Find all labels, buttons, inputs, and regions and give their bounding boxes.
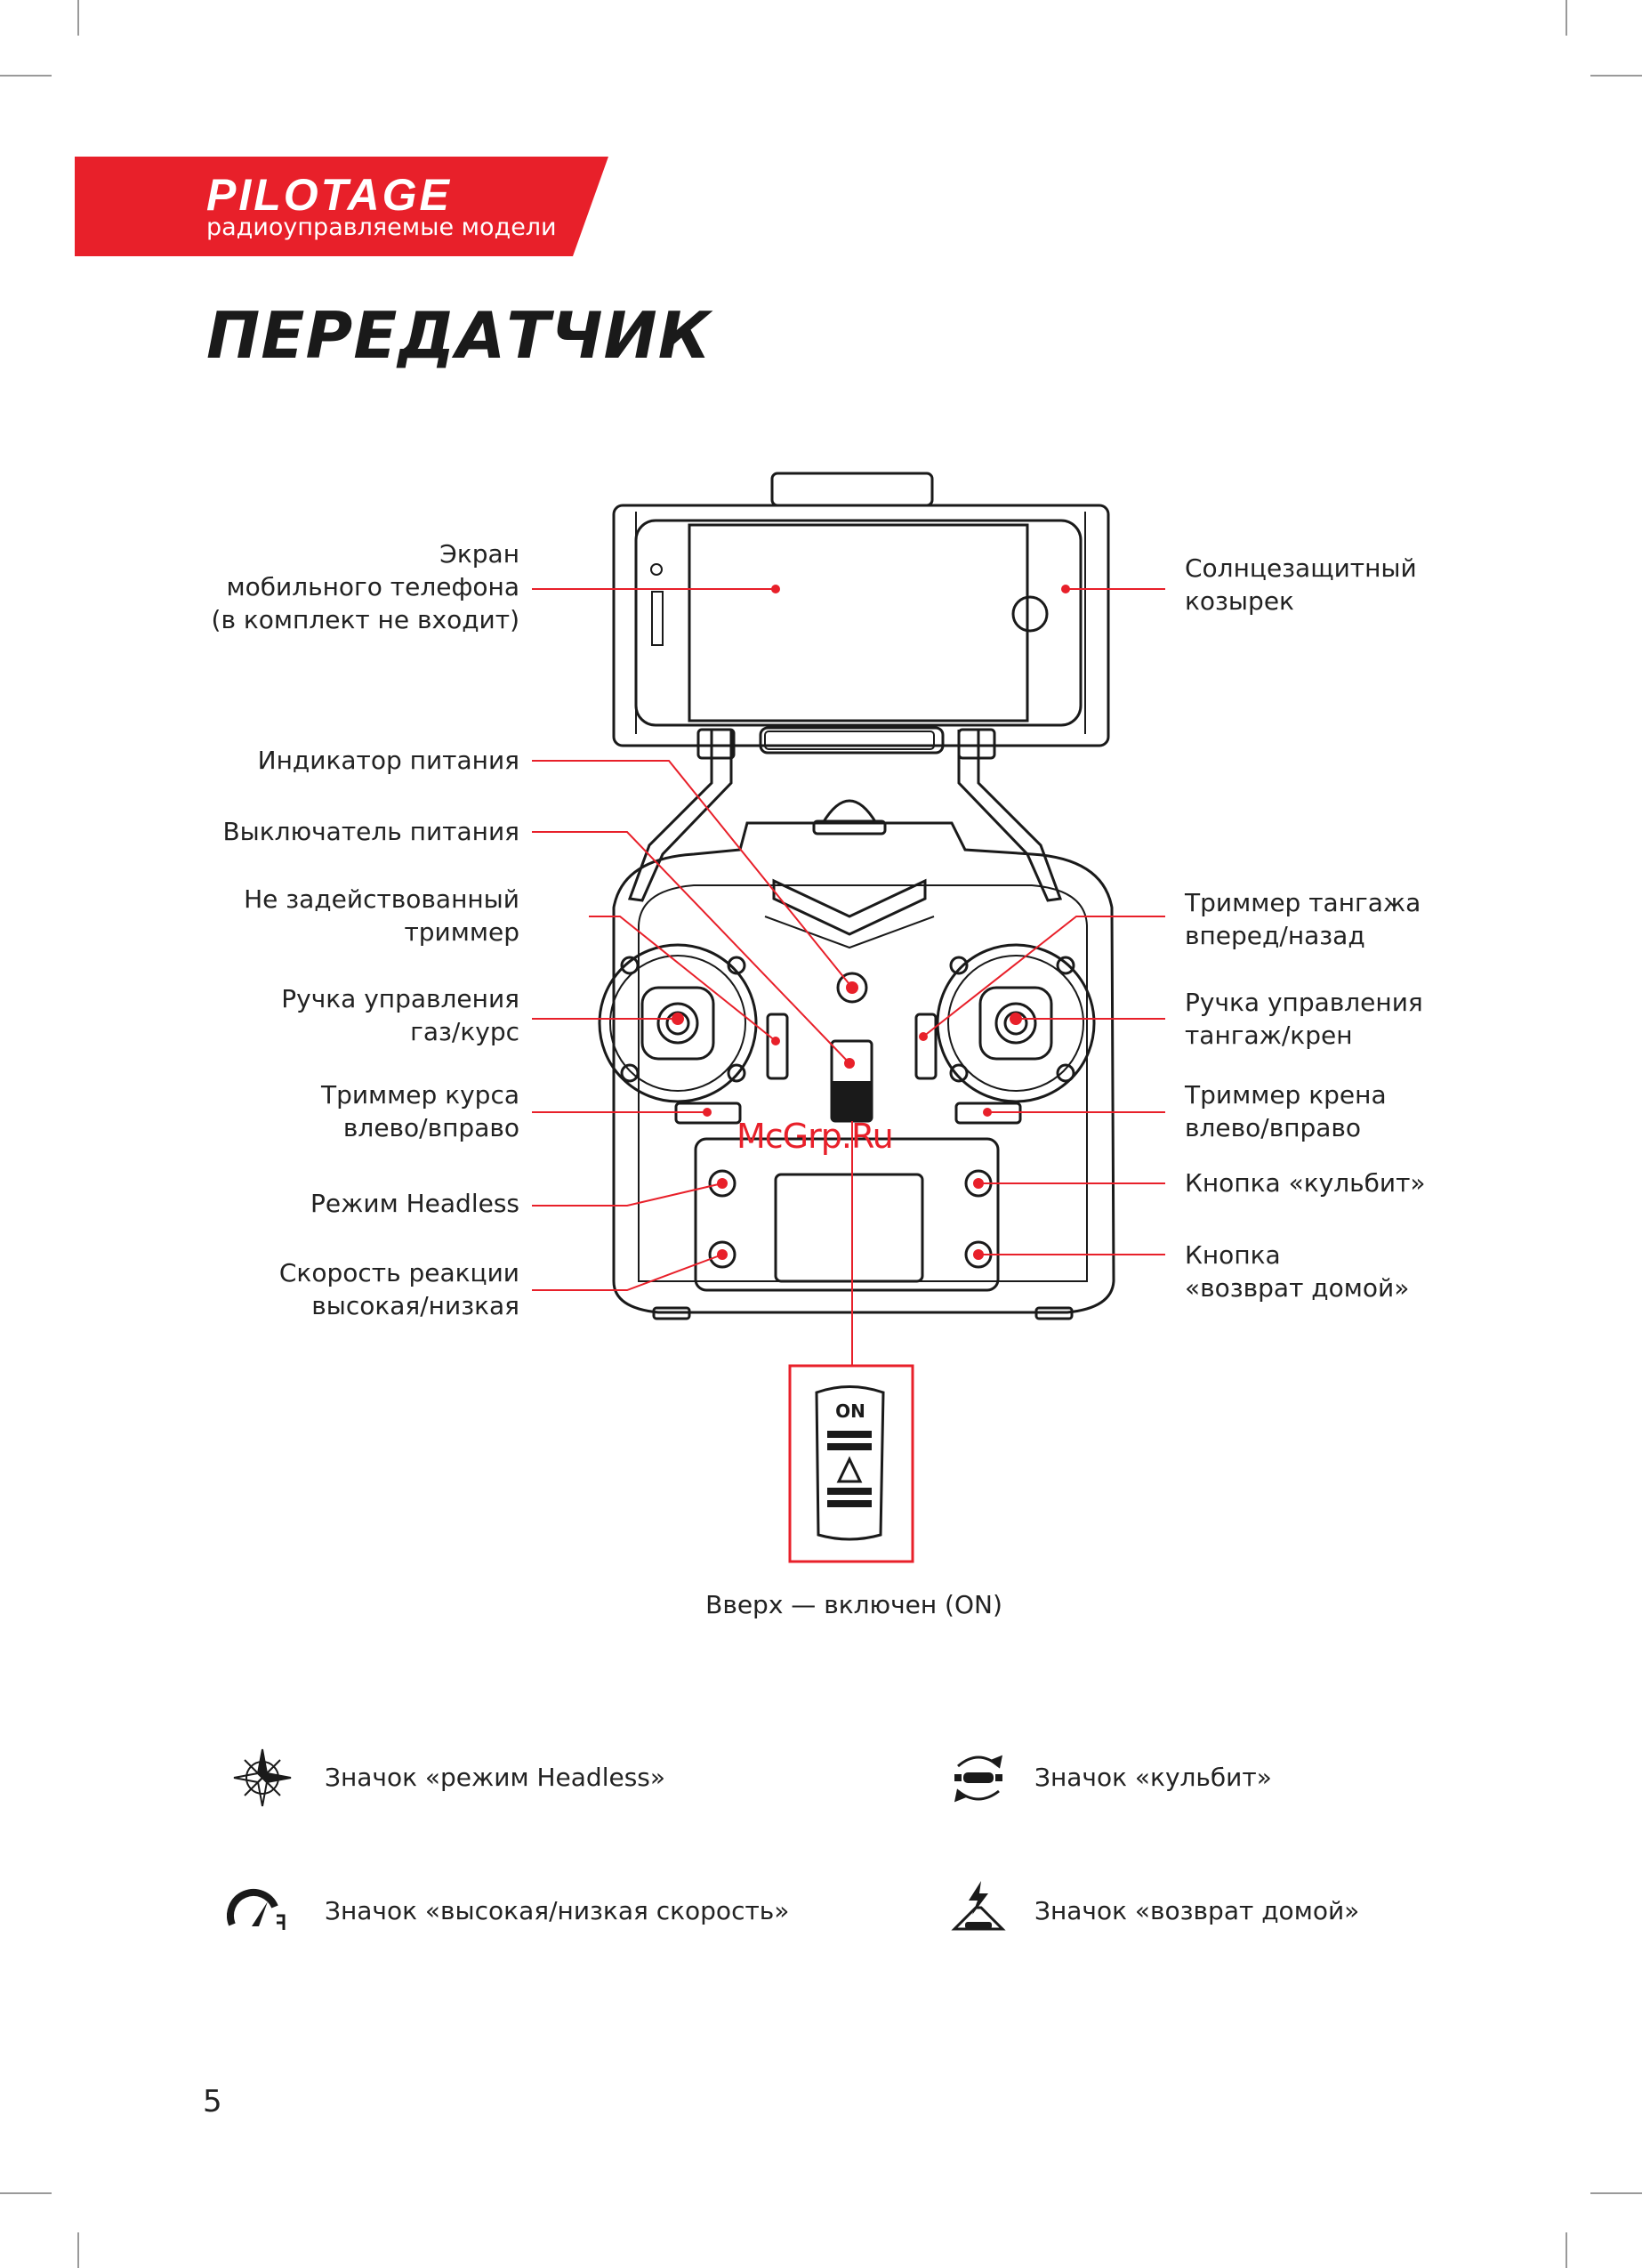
button-panel [694, 1137, 1000, 1292]
label-flip-button: Кнопка «кульбит» [1185, 1168, 1426, 1198]
switch-caption: Вверх — включен (ON) [705, 1590, 1002, 1619]
leader-speed [532, 1254, 723, 1291]
label-return-home-button: Кнопка «возврат домой» [1185, 1240, 1410, 1303]
crop-mark [0, 2192, 52, 2194]
label-yaw-trimmer: Триммер курса влево/вправо [320, 1080, 519, 1142]
label-sun-visor: Солнцезащитный козырек [1185, 553, 1417, 616]
crop-mark [77, 0, 79, 36]
label-headless-mode: Режим Headless [310, 1189, 519, 1218]
label-roll-trimmer: Триммер крена влево/вправо [1185, 1080, 1387, 1142]
headless-button [708, 1169, 736, 1198]
phone-body [634, 519, 1083, 727]
label-speed-mode: Скорость реакции высокая/низкая [278, 1258, 519, 1320]
label-pitch-trimmer: Триммер тангажа вперед/назад [1185, 888, 1421, 950]
left-stick [656, 1002, 699, 1045]
return-home-icon [951, 1881, 1006, 1931]
label-unused-trimmer: Не задействованный триммер [244, 884, 519, 947]
lcd-screen [774, 1173, 924, 1283]
legend-flip: Значок «кульбит» [1034, 1763, 1272, 1792]
label-pitch-roll-stick: Ручка управления тангаж/крен [1185, 988, 1423, 1050]
holder-clip [770, 472, 934, 507]
brand-logo: PILOTAGE радиоуправляемые модели [75, 157, 608, 256]
phone-screen [688, 523, 1029, 722]
crop-mark [1590, 75, 1642, 77]
page-number: 5 [203, 2084, 222, 2119]
right-stick-base [978, 986, 1053, 1061]
left-gimbal [598, 943, 758, 1103]
right-gimbal [936, 943, 1096, 1103]
logo-banner [75, 157, 608, 256]
flip-icon [954, 1755, 1003, 1803]
brand-name: PILOTAGE [206, 170, 452, 220]
leader-power-indicator [532, 760, 853, 989]
speedometer-icon [227, 1889, 286, 1930]
crop-mark [1566, 2232, 1567, 2268]
label-throttle-yaw-stick: Ручка управления газ/курс [281, 984, 519, 1046]
crop-mark [1566, 0, 1567, 36]
crop-mark [77, 2232, 79, 2268]
right-stick [994, 1002, 1037, 1045]
crop-mark [0, 75, 52, 77]
left-arm [627, 730, 733, 902]
brand-tagline: радиоуправляемые модели [206, 214, 557, 241]
leader-pitch-trimmer [922, 916, 1165, 1037]
leader-headless [532, 1182, 723, 1207]
label-power-switch: Выключатель питания [222, 817, 519, 846]
leader-power-switch [532, 831, 850, 1064]
unused-trimmer [766, 1013, 789, 1080]
speed-button [708, 1240, 736, 1269]
pitch-trimmer [914, 1013, 938, 1080]
page-title: ПЕРЕДАТЧИК [206, 298, 712, 373]
compass-icon [233, 1748, 292, 1807]
switch-on-label: ON [835, 1400, 865, 1422]
power-indicator-led [836, 972, 868, 1004]
transmitter-body [612, 821, 1115, 1314]
phone-holder [612, 504, 1110, 747]
crop-mark [1590, 2192, 1642, 2194]
watermark: McGrp.Ru [736, 1117, 894, 1156]
left-stick-base [640, 986, 715, 1061]
legend-speed: Значок «высокая/низкая скорость» [325, 1896, 790, 1925]
leader-unused-trimmer [589, 916, 777, 1042]
legend-return-home: Значок «возврат домой» [1034, 1896, 1360, 1925]
legend-headless: Значок «режим Headless» [325, 1763, 666, 1792]
label-power-indicator: Индикатор питания [257, 746, 519, 775]
label-phone-screen: Экран мобильного телефона (в комплект не… [211, 539, 519, 634]
right-arm [957, 730, 1063, 902]
home-button [1011, 595, 1049, 633]
switch-zoom-body [815, 1385, 885, 1541]
antenna-dome [820, 799, 879, 825]
